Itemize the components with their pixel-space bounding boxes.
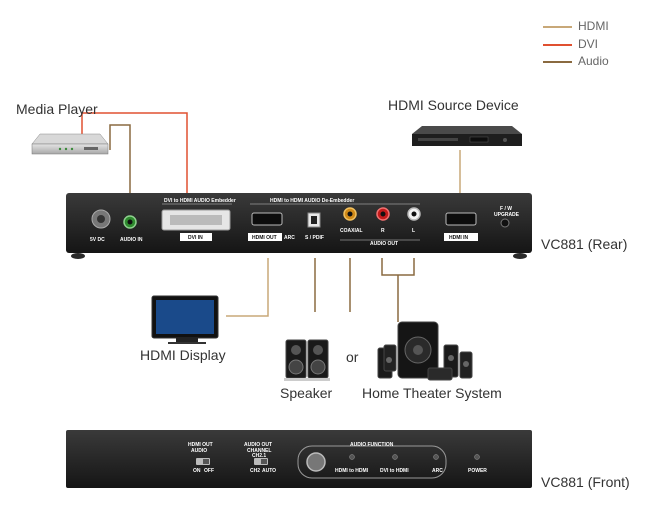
front-power-label: POWER [468, 468, 487, 474]
hdmi-in-port [445, 212, 477, 226]
fw-label: F / W [500, 206, 512, 212]
coaxial-label: COAXIAL [340, 228, 363, 234]
hdmi-to-hdmi-led [349, 454, 355, 460]
l-label: L [412, 228, 415, 234]
legend-dvi-label: DVI [578, 37, 599, 51]
front-dvi-to-hdmi-label: DVI to HDMI [380, 468, 409, 474]
upgrade-label: UPGRADE [494, 212, 520, 218]
hdmi-source-label: HDMI Source Device [388, 97, 519, 113]
media-player-device [31, 133, 109, 155]
front-audio-function-label: AUDIO FUNCTION [350, 442, 394, 448]
deembedder-label: HDMI to HDMI AUDIO De-Embedder [270, 198, 354, 204]
dc-label: 5V DC [90, 237, 105, 243]
audio-in-cable [109, 124, 131, 205]
audio-function-button[interactable] [306, 452, 326, 472]
dvi-embedder-label: DVI to HDMI AUDIO Embedder [164, 198, 236, 204]
front-off-label: OFF [204, 468, 214, 474]
spdif-label: S / PDIF [305, 235, 324, 241]
dvi-in-label: DVI IN [188, 235, 203, 241]
speaker-device [284, 339, 330, 381]
media-player-label: Media Player [16, 101, 98, 117]
rear-panel [66, 193, 532, 259]
front-ch2-label: CH2 [250, 468, 260, 474]
hdmi-out-cable [226, 258, 269, 317]
front-hdmi-out-label: HDMI OUT [188, 442, 213, 448]
or-label: or [346, 349, 359, 365]
hdmi-source-device [412, 126, 522, 146]
front-panel [66, 430, 532, 488]
legend-audio-label: Audio [578, 54, 609, 68]
front-auto-label: AUTO [262, 468, 276, 474]
power-led [474, 454, 480, 460]
audio-in-label: AUDIO IN [120, 237, 143, 243]
rear-label: VC881 (Rear) [541, 236, 628, 252]
rl-cable [381, 258, 415, 322]
front-label: VC881 (Front) [541, 474, 630, 490]
arc-label: ARC [284, 235, 295, 241]
legend-hdmi-label: HDMI [578, 19, 609, 33]
fw-upgrade-port [500, 218, 510, 228]
hdmi-in-label: HDMI IN [449, 235, 469, 241]
front-audio-out-label: AUDIO OUT [244, 442, 272, 448]
hdmi-display-device [151, 295, 219, 344]
dvi-cable [81, 112, 188, 205]
arc-led [433, 454, 439, 460]
home-theater-device [377, 321, 473, 381]
hdmi-out-label: HDMI OUT [252, 235, 277, 241]
speaker-label: Speaker [280, 385, 333, 401]
audio-out-label: AUDIO OUT [370, 241, 398, 247]
hdmi-out-port [251, 212, 283, 226]
hdmi-display-label: HDMI Display [140, 347, 226, 363]
front-on-label: ON [193, 468, 201, 474]
home-theater-label: Home Theater System [362, 385, 502, 401]
front-ch21-label: CH2.1 [252, 453, 266, 459]
front-audio-label: AUDIO [191, 448, 207, 454]
front-hdmi-to-hdmi-label: HDMI to HDMI [335, 468, 369, 474]
front-arc-label: ARC [432, 468, 443, 474]
dvi-to-hdmi-led [392, 454, 398, 460]
front-channel-label: CHANNEL [247, 448, 271, 454]
r-label: R [381, 228, 385, 234]
